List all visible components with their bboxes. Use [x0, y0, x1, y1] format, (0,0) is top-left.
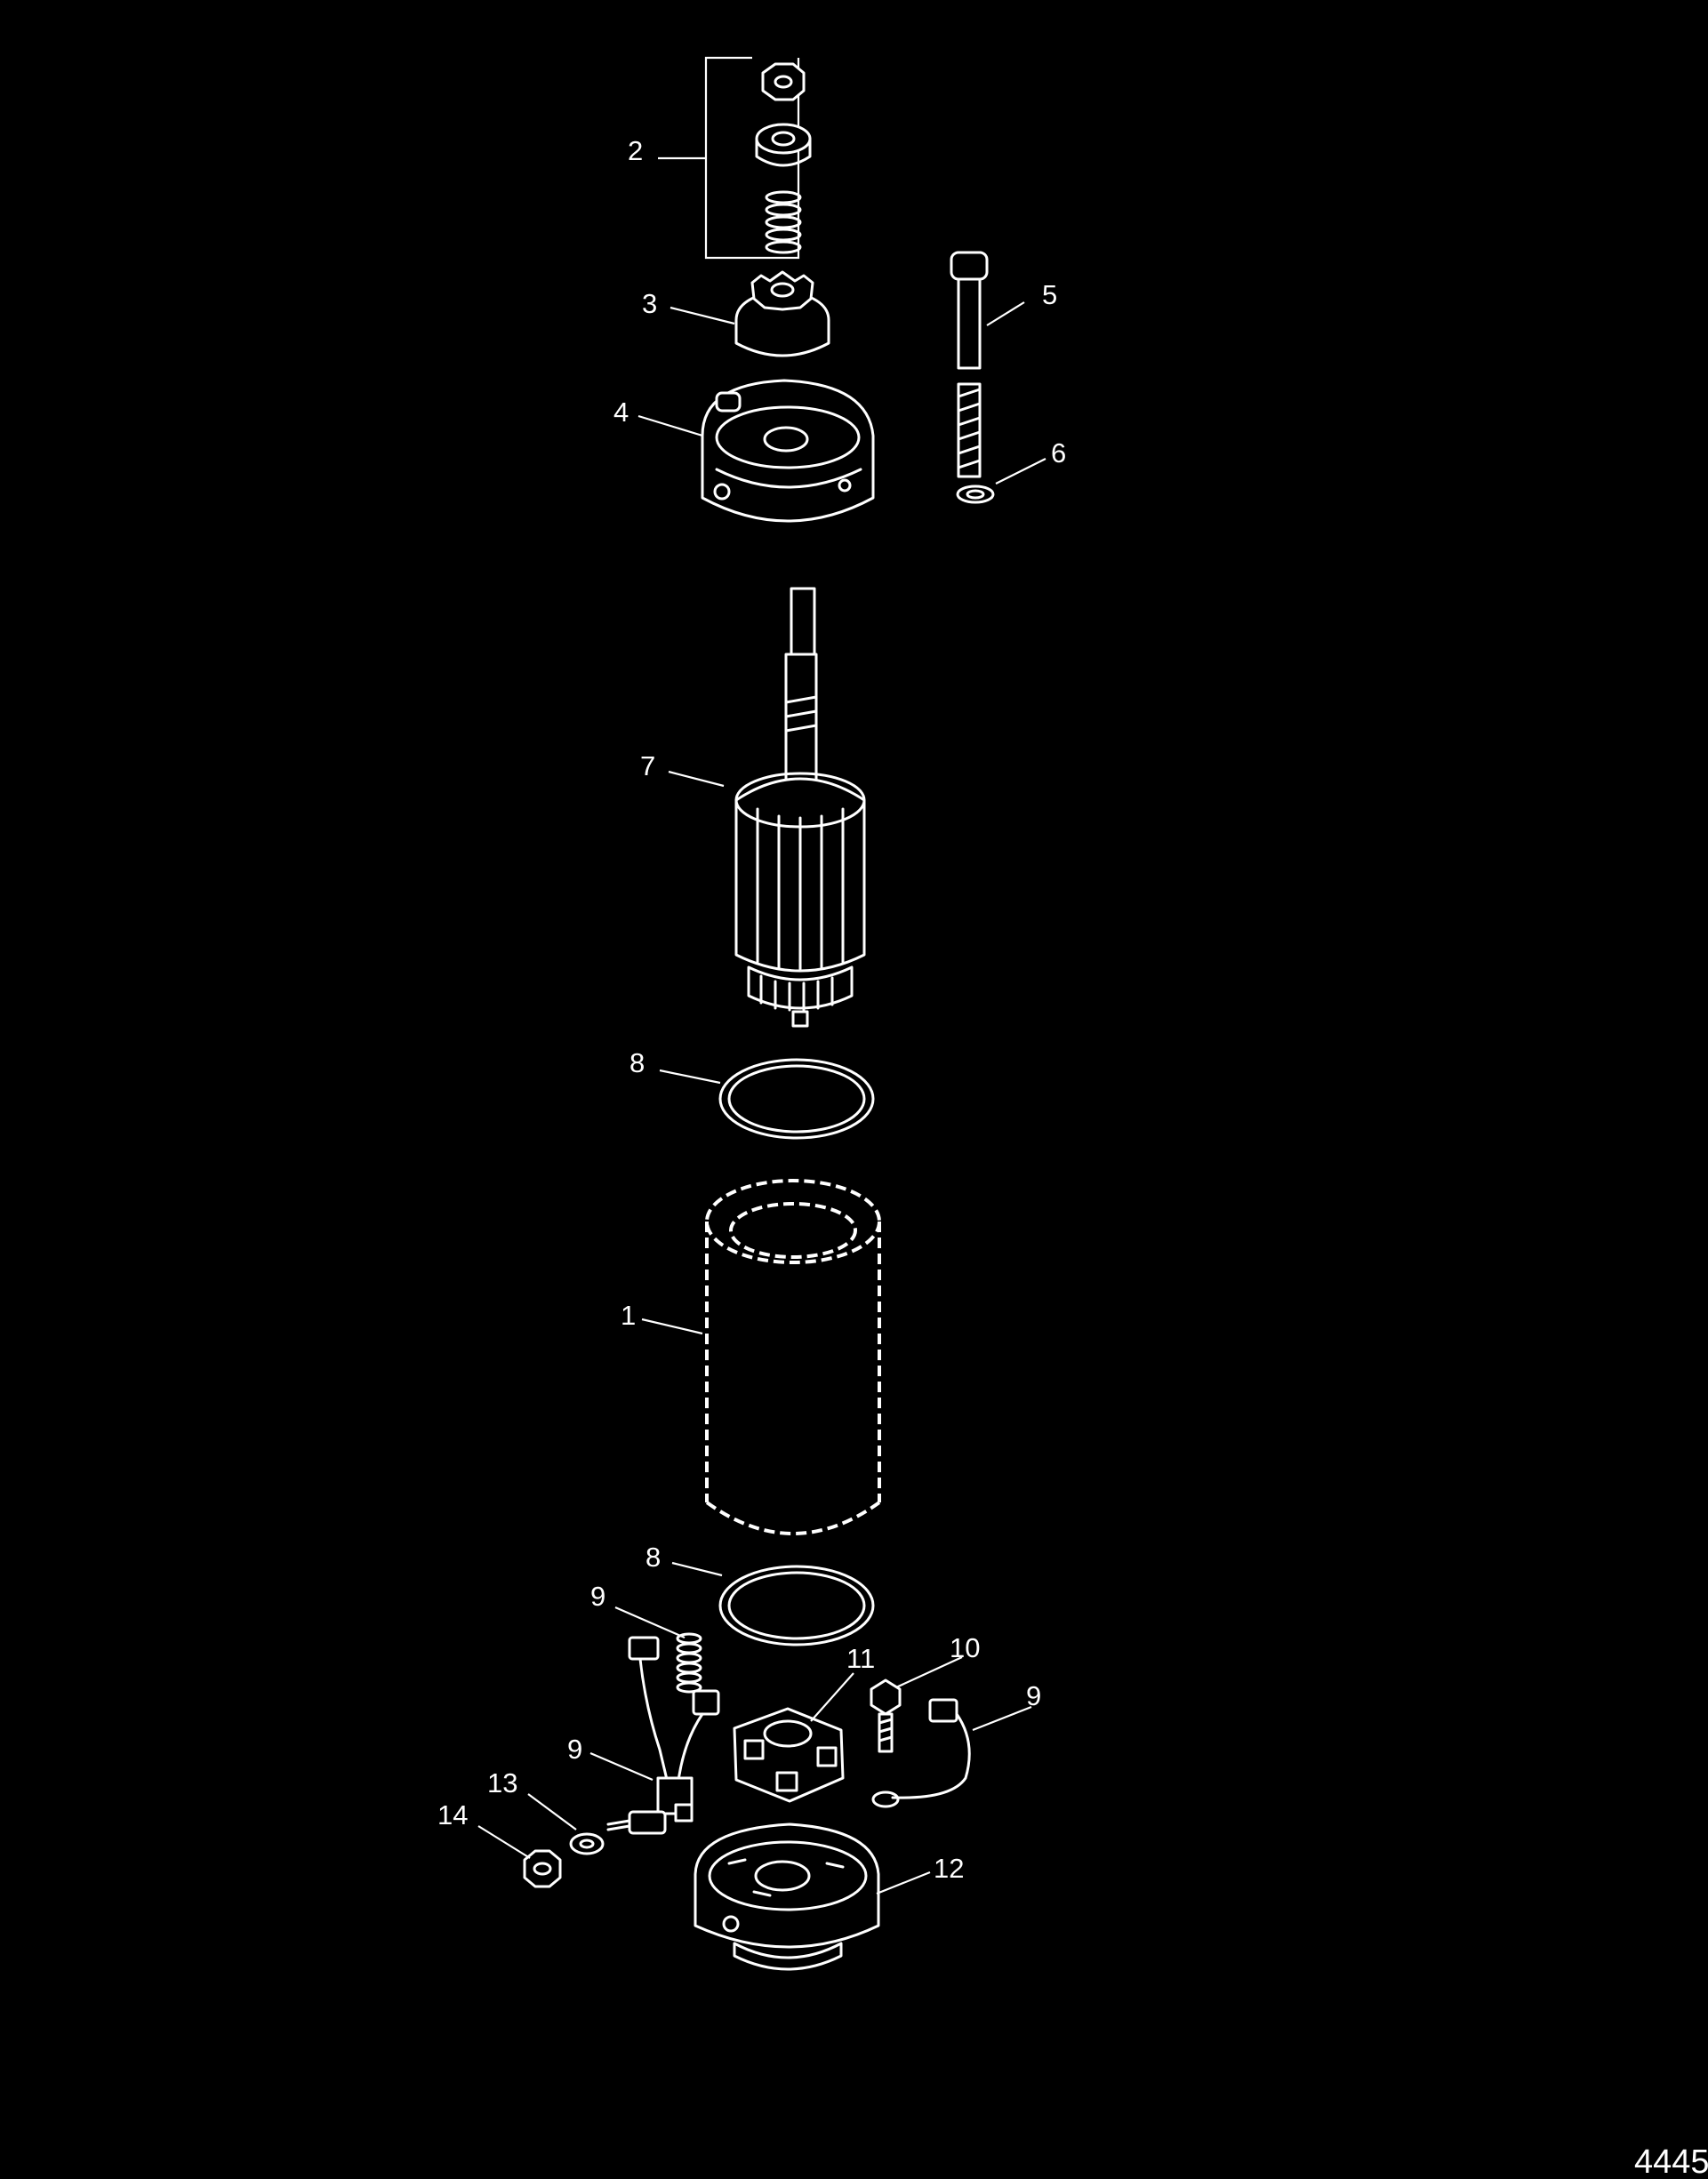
callout-labels: 2 3 4 5 6 7 8 1 8 9 9 9 10 11 12 13 14 [437, 135, 1066, 1884]
part-9-brush-spring [676, 1632, 702, 1694]
callout-1: 1 [621, 1300, 636, 1331]
callout-9-lead-assembly: 9 [567, 1734, 582, 1765]
callout-5: 5 [1042, 279, 1057, 310]
callout-12: 12 [934, 1853, 964, 1884]
part-2-pinion-hardware-group [704, 56, 812, 260]
part-4-drive-end-cap [701, 379, 875, 523]
callout-2: 2 [628, 135, 643, 166]
part-13-washer [569, 1832, 605, 1855]
callout-9-brush-right: 9 [1026, 1680, 1041, 1711]
callout-8-lower: 8 [646, 1542, 661, 1573]
callout-10: 10 [950, 1632, 980, 1663]
part-8-o-ring-upper [718, 1058, 875, 1140]
figure-number: 44455 [1634, 2143, 1708, 2179]
callout-6: 6 [1051, 437, 1066, 469]
part-3-drive-pinion [734, 270, 830, 357]
part-7-armature [734, 587, 866, 1028]
callout-14: 14 [437, 1799, 468, 1831]
part-11-brush-holder [733, 1707, 845, 1803]
part-14-nut [523, 1849, 562, 1888]
part-5-through-bolt [950, 251, 989, 478]
part-1-frame-housing [705, 1179, 881, 1535]
part-8-o-ring-lower [718, 1565, 875, 1646]
part-12-commutator-end-cap [694, 1823, 880, 1971]
callout-3: 3 [642, 288, 657, 319]
callout-7: 7 [640, 750, 655, 781]
part-9-brush-lead-assembly [606, 1636, 720, 1835]
callout-4: 4 [613, 397, 629, 428]
part-6-washer [956, 485, 995, 504]
part-10-screw [870, 1678, 902, 1753]
callout-8-upper: 8 [629, 1047, 645, 1078]
callout-9-spring: 9 [590, 1581, 605, 1612]
callout-13: 13 [487, 1767, 517, 1798]
part-9-brush-with-lead [871, 1698, 971, 1808]
leader-lines [477, 156, 1046, 1895]
callout-11: 11 [846, 1643, 875, 1674]
